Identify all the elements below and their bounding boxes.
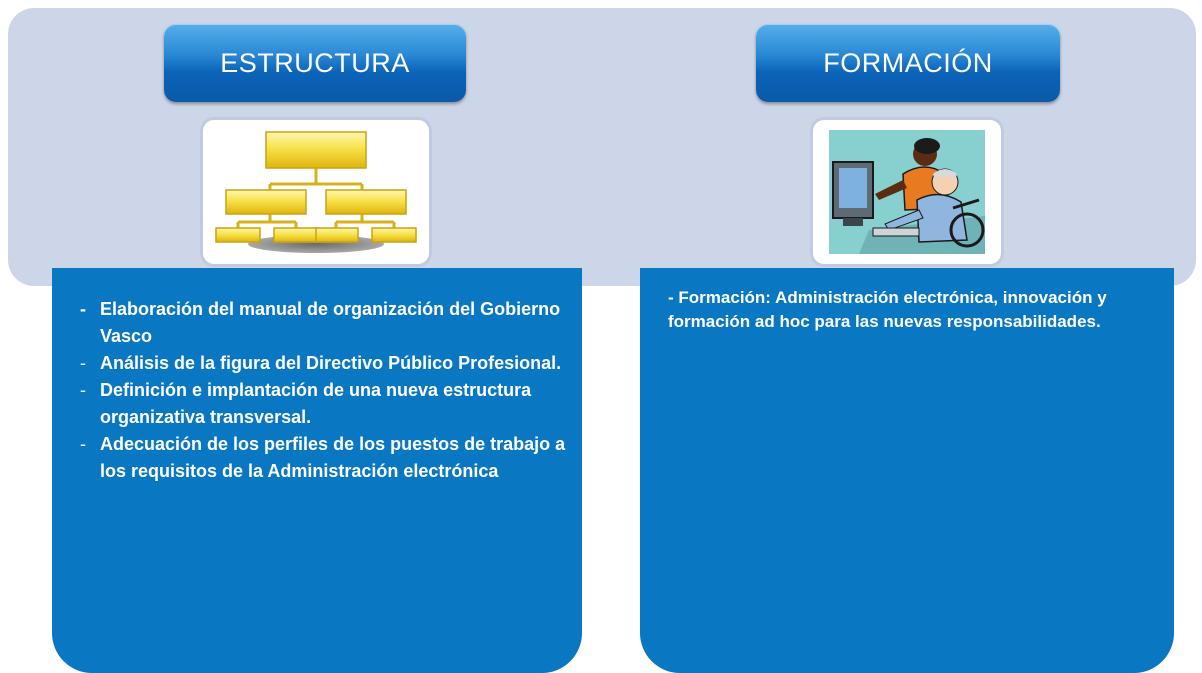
list-item: -Adecuación de los perfiles de los puest… [80, 434, 566, 481]
estructura-panel: -Elaboración del manual de organización … [52, 268, 582, 673]
formacion-title: FORMACIÓN [823, 47, 993, 78]
list-item: -Análisis de la figura del Directivo Púb… [80, 353, 562, 373]
formacion-text: - Formación: Administración electrónica,… [668, 286, 1164, 334]
list-item: -Elaboración del manual de organización … [80, 299, 561, 346]
estructura-title: ESTRUCTURA [220, 47, 410, 78]
estructura-icon-frame [200, 117, 432, 267]
formacion-panel: - Formación: Administración electrónica,… [640, 268, 1174, 673]
formacion-header: FORMACIÓN [756, 24, 1060, 102]
formacion-description: Formación: Administración electrónica, i… [668, 288, 1107, 331]
formacion-dash: - [668, 288, 674, 307]
estructura-header: ESTRUCTURA [164, 24, 466, 102]
org-chart-icon [215, 131, 417, 253]
people-at-computer-icon [829, 130, 985, 254]
list-item: -Definición e implantación de una nueva … [80, 380, 532, 427]
formacion-icon-frame [810, 117, 1004, 267]
estructura-list: -Elaboración del manual de organización … [80, 296, 572, 485]
